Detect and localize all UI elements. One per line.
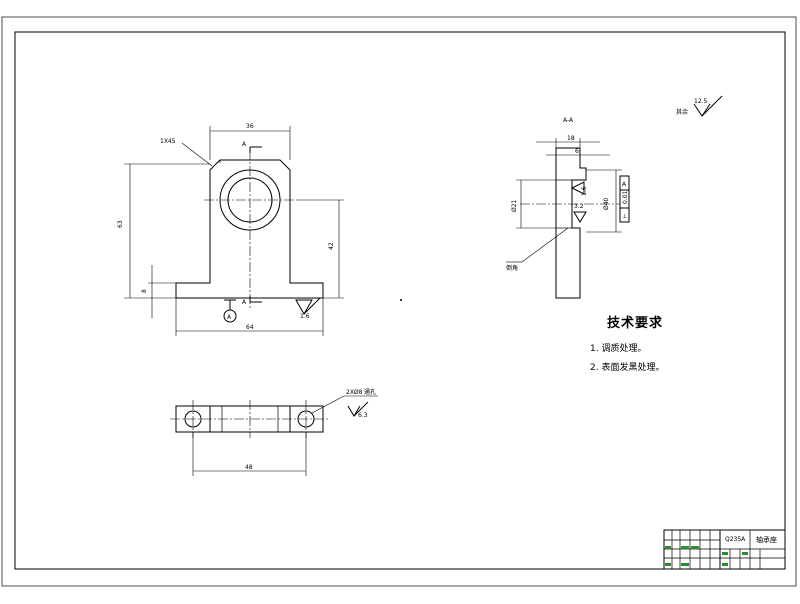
inner-frame bbox=[14, 31, 786, 570]
front-view: 36 1X45 A A 63 8 42 64 A bbox=[117, 123, 344, 336]
gtol-value: 0.01 bbox=[622, 190, 629, 204]
tech-requirements: 技术要求 1. 调质处理。 2. 表面发黑处理。 bbox=[590, 315, 664, 373]
dim-width-inner: 6 bbox=[575, 148, 579, 155]
hole-roughness: 6.3 bbox=[358, 412, 368, 419]
dim-bore: Ø21 bbox=[511, 199, 518, 212]
stray-point bbox=[400, 299, 402, 301]
dim-bore-tol: Ø40 bbox=[603, 197, 610, 210]
title-part-name: 轴承座 bbox=[756, 535, 777, 544]
datum-letter: A bbox=[227, 314, 232, 321]
gtol-symbol: ⊥ bbox=[622, 213, 627, 220]
section-view: A-A 18 6 Ø21 Ø40 1.6 3.2 bbox=[506, 117, 630, 299]
title-material: Q235A bbox=[725, 536, 746, 543]
roughness-note-label: 其余 bbox=[676, 108, 688, 116]
title-block: Q235A 轴承座 bbox=[663, 529, 786, 570]
section-mark-top: A bbox=[242, 141, 247, 148]
top-view: 48 2XØ8 通孔 6.3 bbox=[170, 388, 378, 476]
dim-center-height: 42 bbox=[328, 242, 335, 250]
chamfer-label: 1X45 bbox=[160, 138, 176, 145]
base-roughness: 1.6 bbox=[300, 313, 310, 320]
dim-width-outer: 18 bbox=[567, 135, 575, 142]
roughness-note-value: 12.5 bbox=[694, 98, 708, 105]
roughness-note: 其余 12.5 bbox=[676, 95, 723, 117]
bore-roughness: 1.6 bbox=[581, 186, 588, 196]
tech-req-title: 技术要求 bbox=[607, 315, 663, 331]
section-label: A-A bbox=[563, 117, 574, 124]
weld-label: 倒角 bbox=[506, 264, 518, 272]
gtol-frame: A 0.01 ⊥ bbox=[619, 175, 630, 223]
dim-height: 63 bbox=[117, 220, 124, 228]
hole-dim: 48 bbox=[245, 464, 253, 471]
outer-border bbox=[1, 16, 797, 587]
hole-note: 2XØ8 bbox=[346, 389, 363, 396]
tech-req-item-1: 1. 调质处理。 bbox=[590, 342, 646, 354]
section-mark-bottom: A bbox=[242, 299, 247, 306]
seat-roughness: 3.2 bbox=[574, 203, 584, 210]
gtol-datum: A bbox=[622, 181, 627, 188]
dim-top-width: 36 bbox=[246, 123, 254, 130]
dim-base-thickness: 8 bbox=[141, 289, 148, 293]
tech-req-item-2: 2. 表面发黑处理。 bbox=[590, 361, 664, 373]
hole-note2: 通孔 bbox=[364, 388, 376, 396]
dim-total-width: 64 bbox=[246, 324, 254, 331]
